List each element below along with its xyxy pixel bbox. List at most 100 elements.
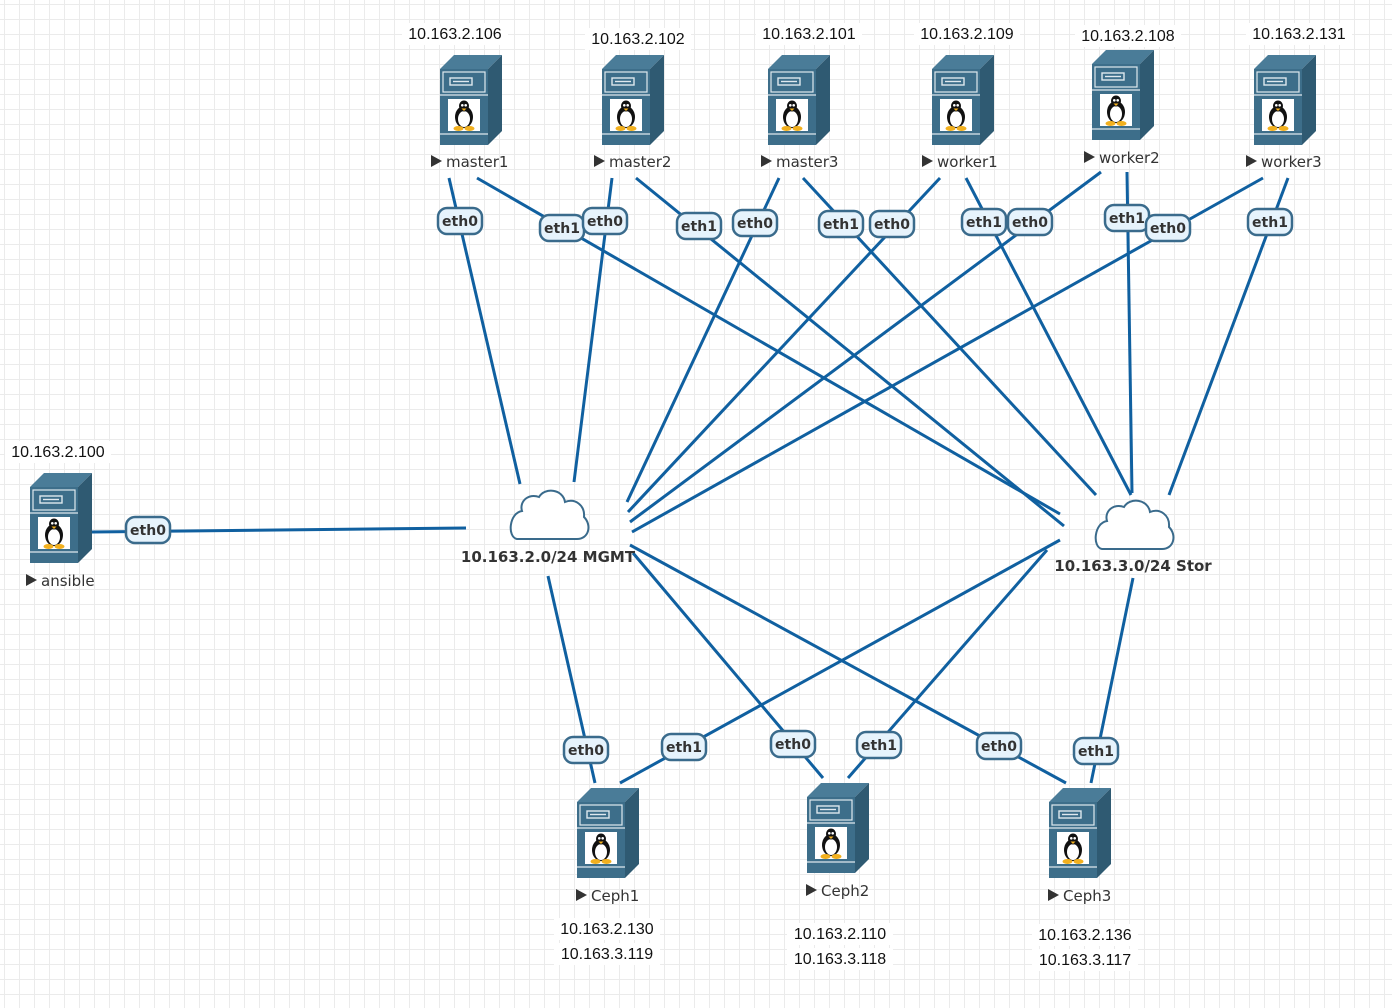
- ip-label-bg: [1032, 949, 1138, 971]
- linux-server-icon[interactable]: [1091, 49, 1155, 141]
- interface-label-text: eth1: [544, 221, 580, 237]
- interface-label-ceph3-eth0[interactable]: eth0: [975, 731, 1023, 761]
- ip-label-bg: [756, 23, 862, 45]
- ip-address-label: 10.163.2.110: [794, 926, 886, 943]
- interface-label-ceph1-eth1[interactable]: eth1: [660, 732, 708, 762]
- interface-label-box: [1072, 736, 1120, 766]
- node-master2[interactable]: master2 10.163.2.102: [585, 28, 691, 171]
- interface-label-ansible-eth0[interactable]: eth0: [124, 515, 172, 545]
- interface-label-text: eth1: [823, 217, 859, 233]
- ip-address-label: 10.163.2.101: [762, 26, 856, 43]
- interface-label-worker3-eth0[interactable]: eth0: [1144, 213, 1192, 243]
- node-name: master2: [609, 153, 671, 171]
- interface-label-box: [868, 209, 916, 239]
- interface-label-worker2-eth0[interactable]: eth0: [1006, 207, 1054, 237]
- network-mgmt[interactable]: 10.163.2.0/24 MGMT: [461, 489, 636, 566]
- linux-server-icon[interactable]: [806, 782, 870, 874]
- interface-label-master3-eth0[interactable]: eth0: [731, 208, 779, 238]
- ip-label-bg: [1075, 25, 1181, 47]
- play-icon[interactable]: [26, 574, 37, 586]
- ip-label-bg: [554, 943, 660, 965]
- interface-label-box: [581, 206, 629, 236]
- interface-label-text: eth0: [775, 737, 811, 753]
- node-name: worker2: [1099, 149, 1160, 167]
- interface-label-box: [436, 206, 484, 236]
- node-name: Ceph3: [1063, 887, 1111, 905]
- interface-label-box: [975, 731, 1023, 761]
- interface-label-worker3-eth1[interactable]: eth1: [1246, 207, 1294, 237]
- linux-server-icon[interactable]: [931, 54, 995, 146]
- linux-server-icon[interactable]: [1048, 787, 1112, 879]
- interface-label-worker1-eth0[interactable]: eth0: [868, 209, 916, 239]
- interface-label-box: [1144, 213, 1192, 243]
- interface-label-text: eth0: [568, 743, 604, 759]
- interface-label-text: eth0: [1150, 221, 1186, 237]
- play-icon[interactable]: [1048, 889, 1059, 901]
- interface-label-text: eth1: [681, 219, 717, 235]
- interface-label-text: eth0: [981, 739, 1017, 755]
- interface-label-ceph2-eth1[interactable]: eth1: [855, 730, 903, 760]
- ip-label-bg: [1032, 924, 1138, 946]
- interface-label-text: eth0: [587, 214, 623, 230]
- interface-label-text: eth1: [1252, 215, 1288, 231]
- node-name: worker3: [1261, 153, 1322, 171]
- interface-label-master2-eth0[interactable]: eth0: [581, 206, 629, 236]
- node-worker2[interactable]: worker2 10.163.2.108: [1075, 25, 1181, 167]
- cloud-icon: [509, 489, 590, 540]
- interface-label-ceph1-eth0[interactable]: eth0: [562, 735, 610, 765]
- ip-address-label: 10.163.2.102: [591, 31, 685, 48]
- linux-server-icon[interactable]: [576, 787, 640, 879]
- interface-label-box: [660, 732, 708, 762]
- ip-label-bg: [914, 23, 1020, 45]
- play-icon[interactable]: [1246, 155, 1257, 167]
- node-name: worker1: [937, 153, 998, 171]
- play-icon[interactable]: [806, 884, 817, 896]
- play-icon[interactable]: [922, 155, 933, 167]
- linux-server-icon[interactable]: [29, 472, 93, 564]
- interface-label-worker2-eth1[interactable]: eth1: [1103, 203, 1151, 233]
- interface-label-box: [124, 515, 172, 545]
- ip-label-bg: [5, 441, 111, 463]
- interface-label-ceph2-eth0[interactable]: eth0: [769, 729, 817, 759]
- interface-label-worker1-eth1[interactable]: eth1: [960, 207, 1008, 237]
- play-icon[interactable]: [1084, 151, 1095, 163]
- node-name: ansible: [41, 572, 95, 590]
- interface-label-master1-eth0[interactable]: eth0: [436, 206, 484, 236]
- ip-address-label: 10.163.3.119: [561, 946, 653, 963]
- play-icon[interactable]: [594, 155, 605, 167]
- linux-server-icon[interactable]: [601, 54, 665, 146]
- ip-address-label: 10.163.3.118: [794, 951, 886, 968]
- interface-label-box: [1006, 207, 1054, 237]
- node-worker1[interactable]: worker1 10.163.2.109: [914, 23, 1020, 171]
- interface-label-master3-eth1[interactable]: eth1: [817, 209, 865, 239]
- ip-address-label: 10.163.2.136: [1038, 927, 1132, 944]
- interface-label-text: eth1: [666, 740, 702, 756]
- play-icon[interactable]: [431, 155, 442, 167]
- ip-address-label: 10.163.2.109: [920, 26, 1014, 43]
- linux-server-icon[interactable]: [767, 54, 831, 146]
- ip-address-label: 10.163.3.117: [1039, 952, 1131, 969]
- interface-label-master1-eth1[interactable]: eth1: [538, 213, 586, 243]
- cloud-icon: [1094, 499, 1175, 550]
- network-stor[interactable]: 10.163.3.0/24 Stor: [1054, 499, 1212, 575]
- interface-label-text: eth0: [737, 216, 773, 232]
- interface-label-text: eth1: [861, 738, 897, 754]
- interface-label-box: [562, 735, 610, 765]
- ip-address-label: 10.163.2.108: [1081, 28, 1175, 45]
- interface-label-ceph3-eth1[interactable]: eth1: [1072, 736, 1120, 766]
- node-ceph3[interactable]: Ceph3 10.163.2.136 10.163.3.117: [1032, 787, 1138, 971]
- play-icon[interactable]: [576, 889, 587, 901]
- linux-server-icon[interactable]: [439, 54, 503, 146]
- ip-label-bg: [1246, 23, 1352, 45]
- interface-label-master2-eth1[interactable]: eth1: [675, 211, 723, 241]
- play-icon[interactable]: [761, 155, 772, 167]
- interface-label-box: [960, 207, 1008, 237]
- linux-server-icon[interactable]: [1253, 54, 1317, 146]
